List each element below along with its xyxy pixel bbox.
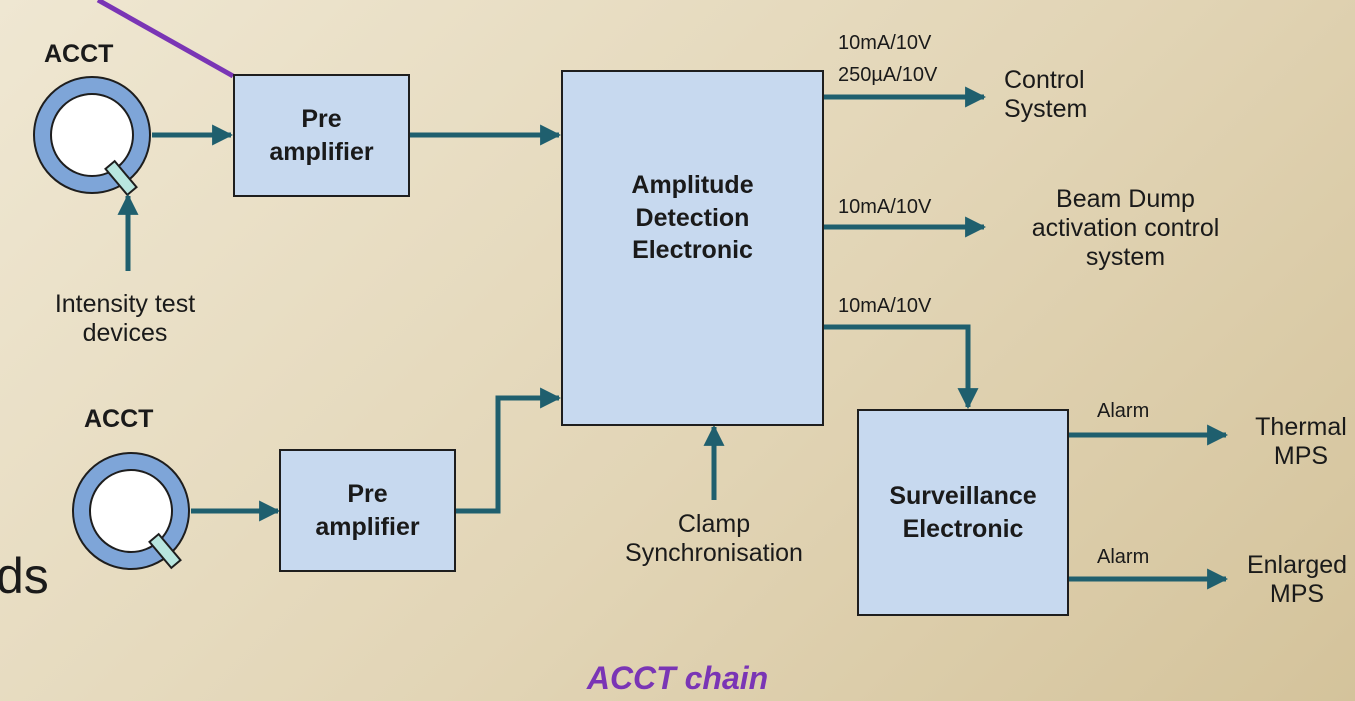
surveillance-line-2: Electronic: [902, 514, 1024, 543]
preamp-bottom-line-2: amplifier: [315, 512, 420, 541]
amplitude-line-1: Amplitude: [631, 171, 754, 200]
enlarged-mps-line-2: MPS: [1269, 579, 1325, 608]
beam-dump-line-3: system: [1085, 242, 1166, 271]
acct-sensor-bottom-icon: [72, 452, 190, 570]
amplitude-line-3: Electronic: [632, 236, 753, 265]
external-link-line: [96, 0, 235, 79]
control-range-2-label: 250µA/10V: [838, 64, 938, 86]
thermal-mps-line-2: MPS: [1273, 441, 1329, 470]
preamp-top-line-1: Pre: [301, 105, 342, 133]
preamp-bottom-box: Pre amplifier: [279, 449, 456, 572]
enlarged-mps-line-1: Enlarged: [1246, 551, 1348, 579]
clamp-sync-line-2: Synchronisation: [625, 538, 803, 567]
control-system-line-2: System: [1004, 94, 1088, 123]
enlarged-mps-label: Enlarged MPS: [1232, 551, 1355, 609]
thermal-mps-label: Thermal MPS: [1240, 413, 1355, 471]
arrow-preamp-bottom-to-amplitude: [456, 387, 562, 514]
alarm-enlarged-label: Alarm: [1097, 546, 1150, 568]
beam-dump-line-1: Beam Dump: [1056, 185, 1195, 213]
beam-dump-range-label: 10mA/10V: [838, 196, 932, 218]
beam-dump-line-2: activation control: [1031, 213, 1220, 242]
acct-label-top: ACCT: [44, 40, 114, 68]
preamp-top-line-2: amplifier: [269, 137, 374, 166]
intensity-test-line-2: devices: [82, 318, 168, 347]
alarm-thermal-label: Alarm: [1097, 400, 1150, 422]
beam-dump-label: Beam Dump activation control system: [998, 185, 1253, 271]
control-system-line-1: Control: [1004, 66, 1085, 94]
control-system-label: Control System: [1004, 66, 1087, 124]
acct-label-bottom: ACCT: [84, 405, 154, 433]
acct-sensor-top-icon: [33, 76, 151, 197]
diagram-caption: ACCT chain: [586, 660, 769, 696]
surveillance-line-1: Surveillance: [889, 482, 1037, 510]
surveillance-range-label: 10mA/10V: [838, 295, 932, 317]
amplitude-line-2: Detection: [635, 203, 750, 232]
arrow-to-surveillance: [823, 324, 979, 410]
preamp-top-box: Pre amplifier: [233, 74, 410, 197]
clamp-sync-label: Clamp Synchronisation: [584, 510, 844, 568]
clamp-sync-line-1: Clamp: [677, 510, 751, 538]
control-range-1-label: 10mA/10V: [838, 32, 932, 54]
preamp-bottom-line-1: Pre: [347, 480, 388, 508]
intensity-test-line-1: Intensity test: [54, 290, 196, 318]
intensity-test-label: Intensity test devices: [20, 290, 230, 348]
cropped-text-fragment: ds: [0, 548, 49, 604]
thermal-mps-line-1: Thermal: [1255, 413, 1347, 441]
